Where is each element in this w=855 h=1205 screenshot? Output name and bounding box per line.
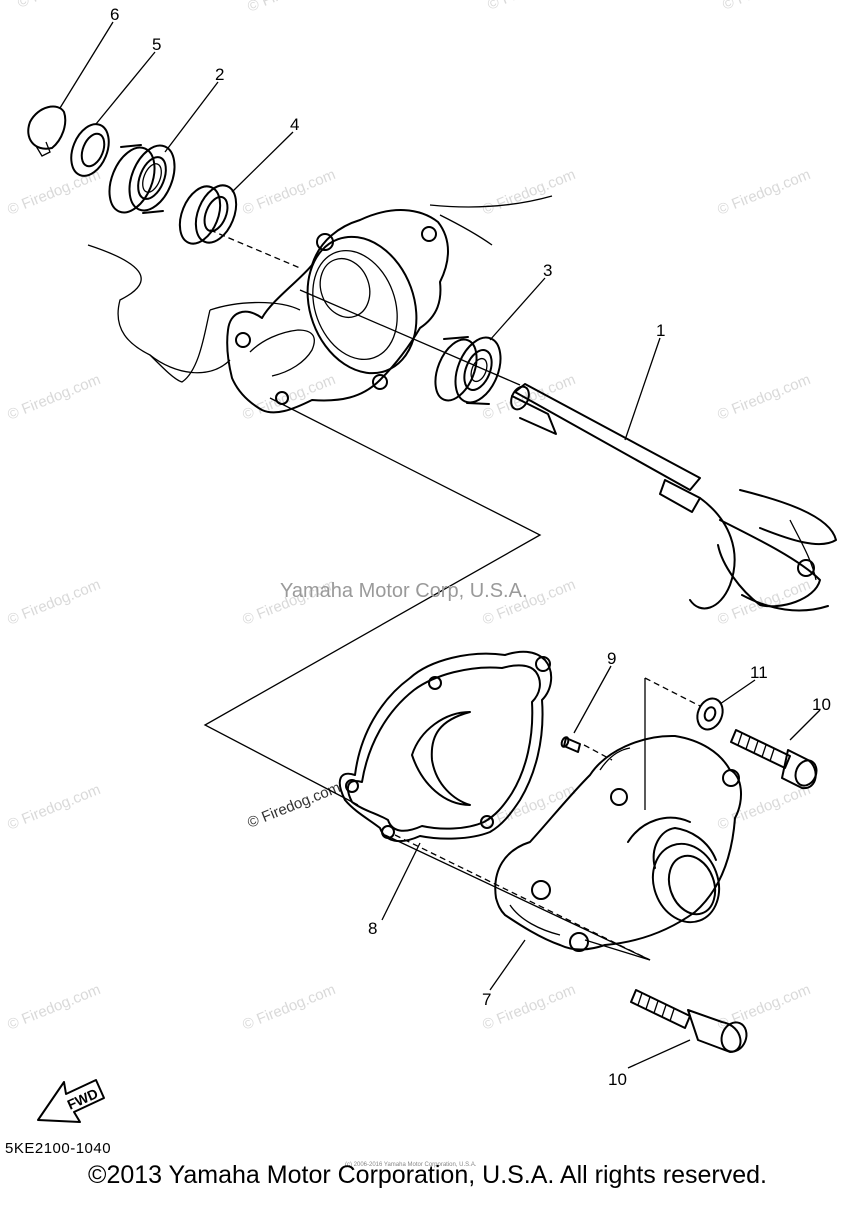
watermark-text: © Firedog.com [480,166,578,219]
callout-9: 9 [607,649,616,668]
watermark-text: © Firedog.com [15,0,113,12]
callout-11: 11 [750,663,768,682]
center-line [299,289,521,386]
watermark-text: © Firedog.com [245,0,343,16]
callout-6: 6 [110,5,119,24]
reference-line [384,834,651,961]
watermark-text: © Firedog.com [5,781,103,834]
crankcase-outline [87,195,553,383]
watermark-text: © Firedog.com [240,166,338,219]
callout-2: 2 [215,65,224,84]
watermark-text: © Firedog.com [5,981,103,1034]
callout-7: 7 [482,990,491,1009]
watermark-text-dark: © Firedog.com [245,779,343,832]
bearing-part-2 [108,144,176,214]
watermark-layer: © Firedog.com © Firedog.com © Firedog.co… [5,0,818,1034]
watermark-text: © Firedog.com [715,781,813,834]
watermark-text: © Firedog.com [240,371,338,424]
pump-housing [226,209,449,414]
reference-line [394,834,651,961]
callout-3: 3 [543,261,552,280]
dowel-pin-part-9 [560,736,613,761]
watermark-text: © Firedog.com [5,576,103,629]
callout-4: 4 [290,115,299,134]
tiny-note: (c) 2006-2016 Yamaha Motor Corporation, … [345,1162,477,1168]
watermark-text: © Firedog.com [480,781,578,834]
center-watermark: Yamaha Motor Corp, U.S.A. [280,580,528,602]
callout-8: 8 [368,919,377,938]
watermark-text: © Firedog.com [715,166,813,219]
bolt-part-10-lower [630,989,748,1053]
watermark-text: © Firedog.com [240,981,338,1034]
reference-line [203,397,542,806]
callout-labels: 6 5 2 4 3 1 9 11 10 8 7 10 [110,5,831,1089]
part-code: 5KE2100-1040 [5,1140,112,1157]
seal-part-5 [70,123,110,177]
copyright-text: ©2013 Yamaha Motor Corporation, U.S.A. A… [88,1161,767,1189]
gasket-part-8 [338,650,553,843]
watermark-text: © Firedog.com [485,0,583,14]
pump-cover-part-7 [494,734,742,952]
watermark-text: © Firedog.com [720,0,818,14]
watermark-text: © Firedog.com [5,371,103,424]
leader-lines [59,21,821,1069]
center-line [209,229,301,269]
bolt-part-10-upper [730,729,818,790]
callout-10-upper: 10 [812,695,831,714]
callout-1: 1 [656,321,665,340]
callout-5: 5 [152,35,161,54]
watermark-text: © Firedog.com [480,981,578,1034]
washer-part-11 [696,697,724,731]
seal-part-4 [178,184,238,245]
bearing-part-3 [434,336,502,405]
circlip-part-6 [27,105,67,157]
watermark-text: © Firedog.com [5,166,103,219]
fwd-arrow-icon: FWD [37,1079,105,1123]
impeller-shaft-part-1 [510,383,837,612]
reference-line [644,677,701,707]
watermark-text: © Firedog.com [715,371,813,424]
callout-10-lower: 10 [608,1070,627,1089]
